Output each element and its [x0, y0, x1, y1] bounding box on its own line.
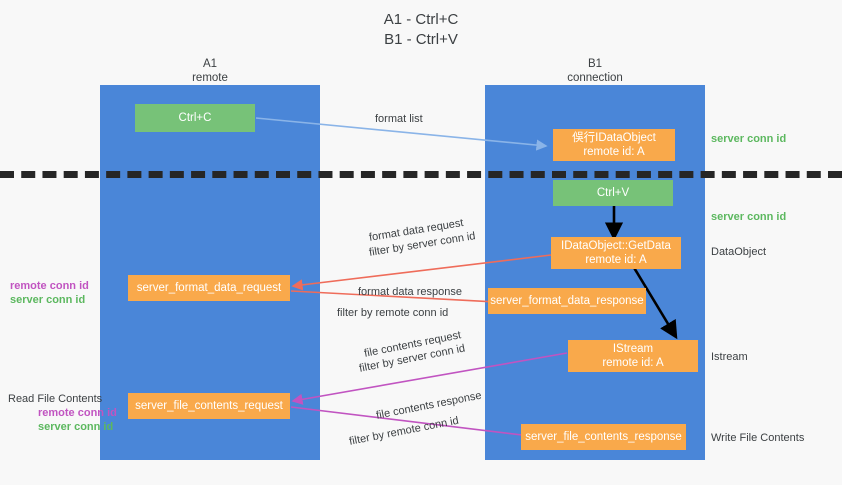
right-label-dataobject: DataObject [711, 246, 767, 258]
edge-label-file-contents-response-filter: filter by remote conn id [348, 414, 460, 449]
left-label-server-conn-id-2: server conn id [38, 421, 114, 433]
edge-label-format-data-response: format data response [358, 286, 462, 298]
left-label-read-file-contents: Read File Contents [8, 393, 103, 405]
section-divider [0, 171, 842, 178]
box-ctrl-v[interactable]: Ctrl+V [553, 180, 673, 206]
edge-label-format-list: format list [375, 113, 423, 125]
filter-value-remote-conn-id-1: remote conn id [375, 307, 449, 319]
box-server-file-contents-request-label: server_file_contents_request [135, 400, 283, 412]
box-istream-title: IStream [612, 343, 654, 355]
box-getdata-sub: remote id: A [585, 254, 647, 266]
title-line-1: A1 - Ctrl+C [383, 11, 459, 28]
title-line-2: B1 - Ctrl+V [384, 31, 458, 48]
right-label-server-conn-id-top: server conn id [711, 133, 787, 145]
box-ctrl-c[interactable]: Ctrl+C [135, 104, 255, 132]
box-ctrl-v-label: Ctrl+V [596, 187, 630, 199]
box-server-format-data-response-label: server_format_data_response [490, 295, 644, 307]
box-server-format-data-request[interactable]: server_format_data_request [128, 275, 290, 301]
box-server-file-contents-response-label: server_file_contents_response [525, 431, 682, 443]
lane-b1-sub: connection [567, 72, 623, 84]
box-idataobject-getdata[interactable]: IDataObject::GetData remote id: A [551, 237, 681, 269]
lane-b1-name: B1 [587, 58, 603, 70]
filter-prefix-3: filter by [358, 355, 399, 375]
right-label-write-file-contents: Write File Contents [711, 432, 805, 444]
left-label-server-conn-id-1: server conn id [10, 294, 86, 306]
right-label-server-conn-id-mid: server conn id [711, 211, 787, 223]
lane-header-a1: A1 remote [100, 57, 320, 85]
box-istream[interactable]: IStream remote id: A [568, 340, 698, 372]
edge-label-format-data-response-filter: filter by remote conn id [337, 306, 448, 320]
lane-a1-sub: remote [192, 72, 228, 84]
box-server-format-data-request-label: server_format_data_request [136, 282, 282, 294]
filter-prefix-2: filter by [337, 307, 376, 319]
box-server-file-contents-request[interactable]: server_file_contents_request [128, 393, 290, 419]
right-label-istream: Istream [711, 351, 748, 363]
left-label-remote-conn-id-1: remote conn id [10, 280, 89, 292]
box-server-file-contents-response[interactable]: server_file_contents_response [521, 424, 686, 450]
left-label-group-1: remote conn id server conn id [10, 279, 89, 307]
lane-a1-name: A1 [202, 58, 218, 70]
lane-header-b1: B1 connection [485, 57, 705, 85]
box-getdata-title: IDataObject::GetData [561, 240, 671, 252]
box-server-format-data-response[interactable]: server_format_data_response [488, 288, 646, 314]
box-istream-sub: remote id: A [602, 357, 664, 369]
edge-label-file-contents-response: file contents response [375, 389, 483, 422]
left-label-group-2: Read File Contents remote conn id server… [8, 392, 117, 434]
box-idataobject-title: 俁行IDataObject [572, 132, 656, 144]
box-ctrl-c-label: Ctrl+C [178, 112, 212, 124]
page-title: A1 - Ctrl+C B1 - Ctrl+V [0, 10, 842, 50]
left-label-remote-conn-id-2: remote conn id [38, 407, 117, 419]
box-idataobject[interactable]: 俁行IDataObject remote id: A [553, 129, 675, 161]
box-idataobject-sub: remote id: A [583, 146, 645, 158]
filter-prefix-4: filter by [348, 428, 389, 448]
